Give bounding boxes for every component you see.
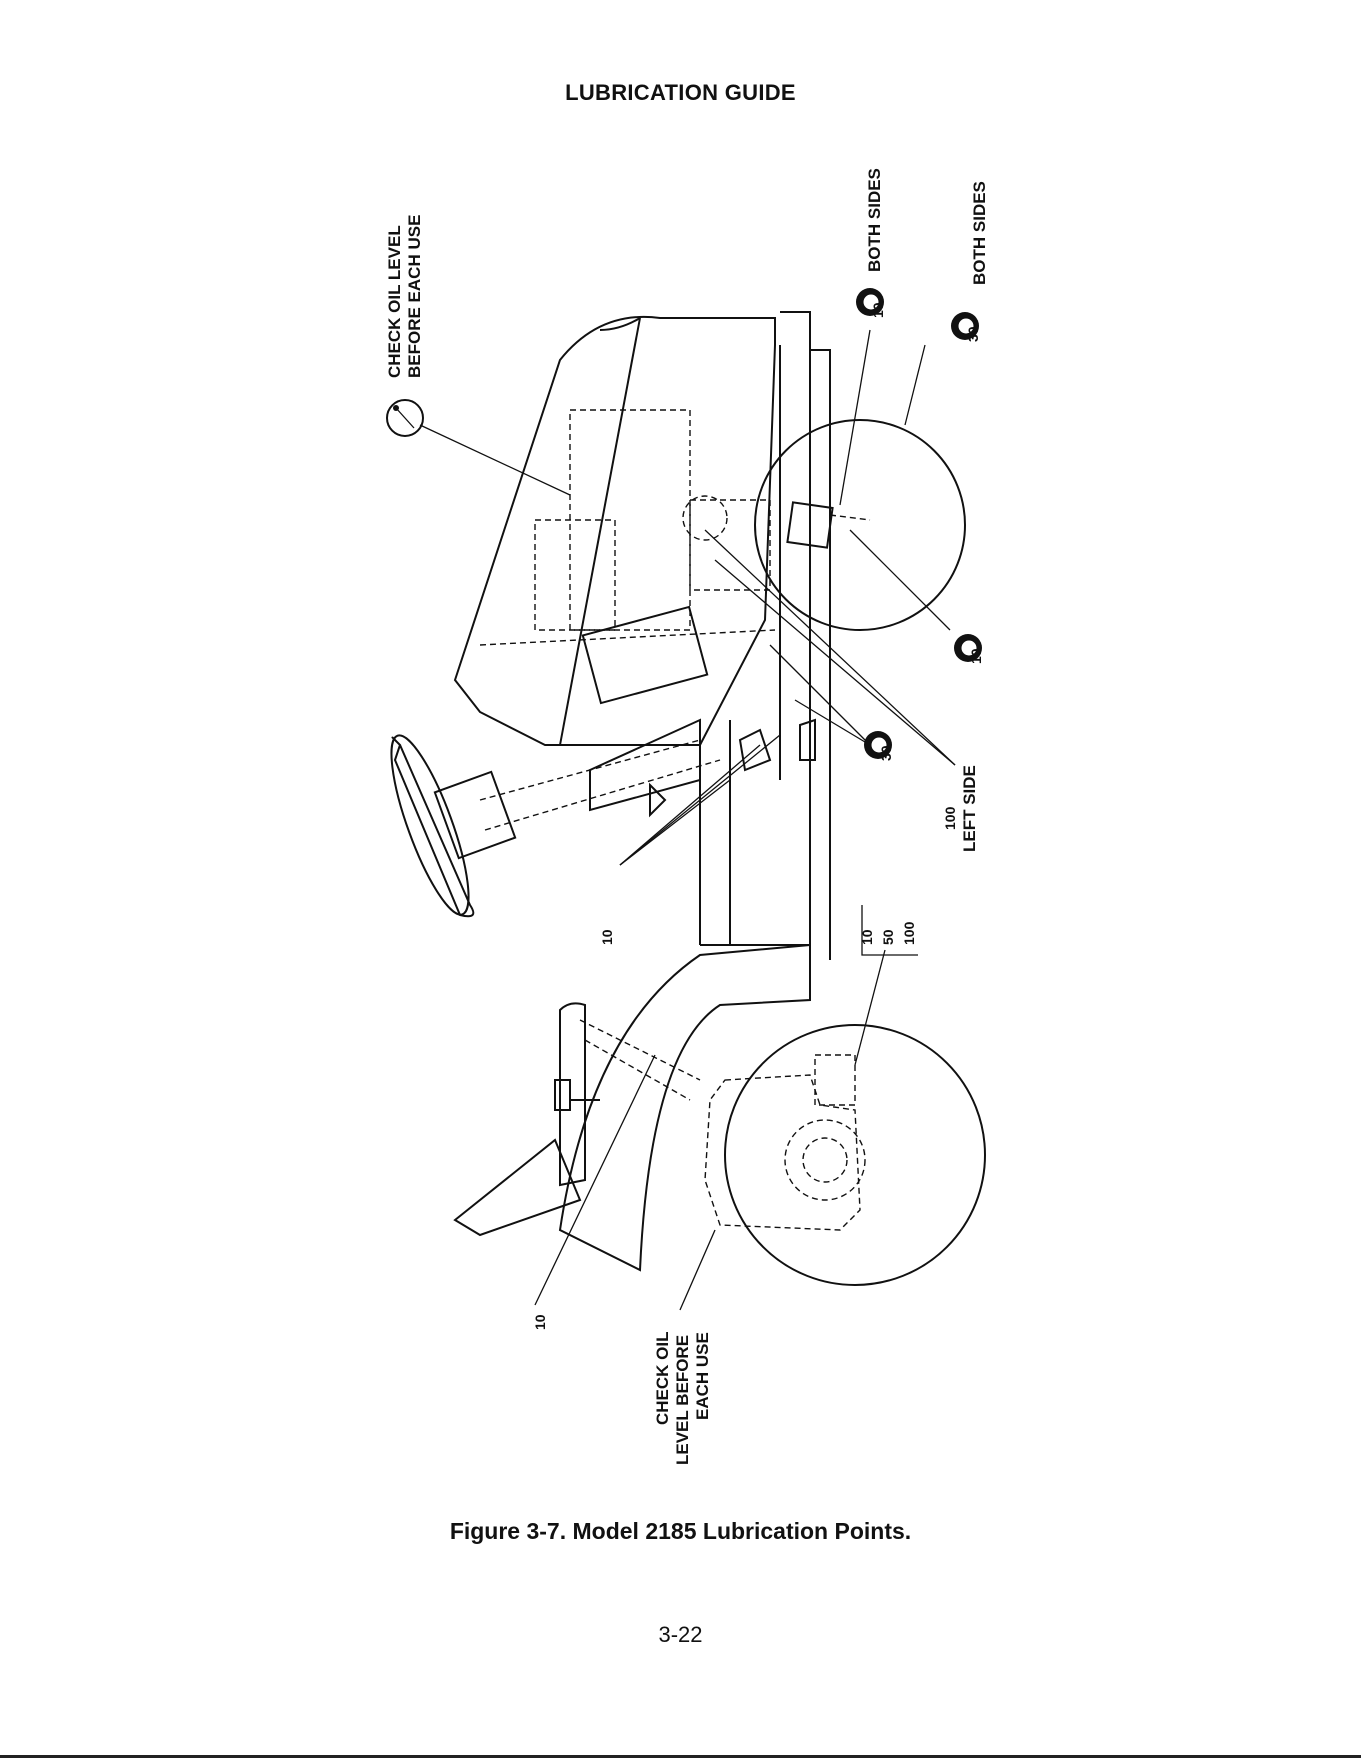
seat-hours-label: 10 [532,1314,548,1330]
both-sides-label-1: BOTH SIDES [865,168,884,272]
leader-lines [420,330,955,1310]
transmission-oil-line2: LEVEL BEFORE [673,1335,692,1465]
engine-oil-label-line1: CHECK OIL LEVEL [385,225,404,378]
seat-cushion [560,1003,585,1185]
grease-badge-3: 10 [968,648,984,664]
hood-inner-edge [560,318,640,745]
grease-badge-2: 30 [965,326,981,342]
bottom-rule [0,1755,1361,1758]
transaxle-dashed [705,1075,860,1230]
steering-wheel [393,738,474,917]
hood-vent [583,607,707,703]
page-number: 3-22 [0,1622,1361,1648]
engine-oil-label-line2: BEFORE EACH USE [405,215,424,378]
steering-column [435,772,515,858]
middle-hours-label: 10 [599,929,615,945]
transmission-oil-line3: EACH USE [693,1332,712,1420]
left-side-hours-label: 100 [942,806,958,830]
figure-caption: Figure 3-7. Model 2185 Lubrication Point… [0,1518,1361,1545]
grease-badge-1: 10 [870,302,886,318]
svg-text:100: 100 [901,921,917,945]
svg-text:50: 50 [880,929,896,945]
front-wheel-detail-circle [755,420,965,630]
oil-dipstick-icon [387,400,423,436]
rear-fender [560,945,810,1270]
grease-badge-4: 30 [878,745,894,761]
both-sides-label-2: BOTH SIDES [970,181,989,285]
rear-hours-list: 10 50 100 [859,905,918,955]
tractor-drawing [377,312,985,1285]
transmission-oil-line1: CHECK OIL [653,1332,672,1426]
left-side-label: LEFT SIDE [960,765,979,852]
